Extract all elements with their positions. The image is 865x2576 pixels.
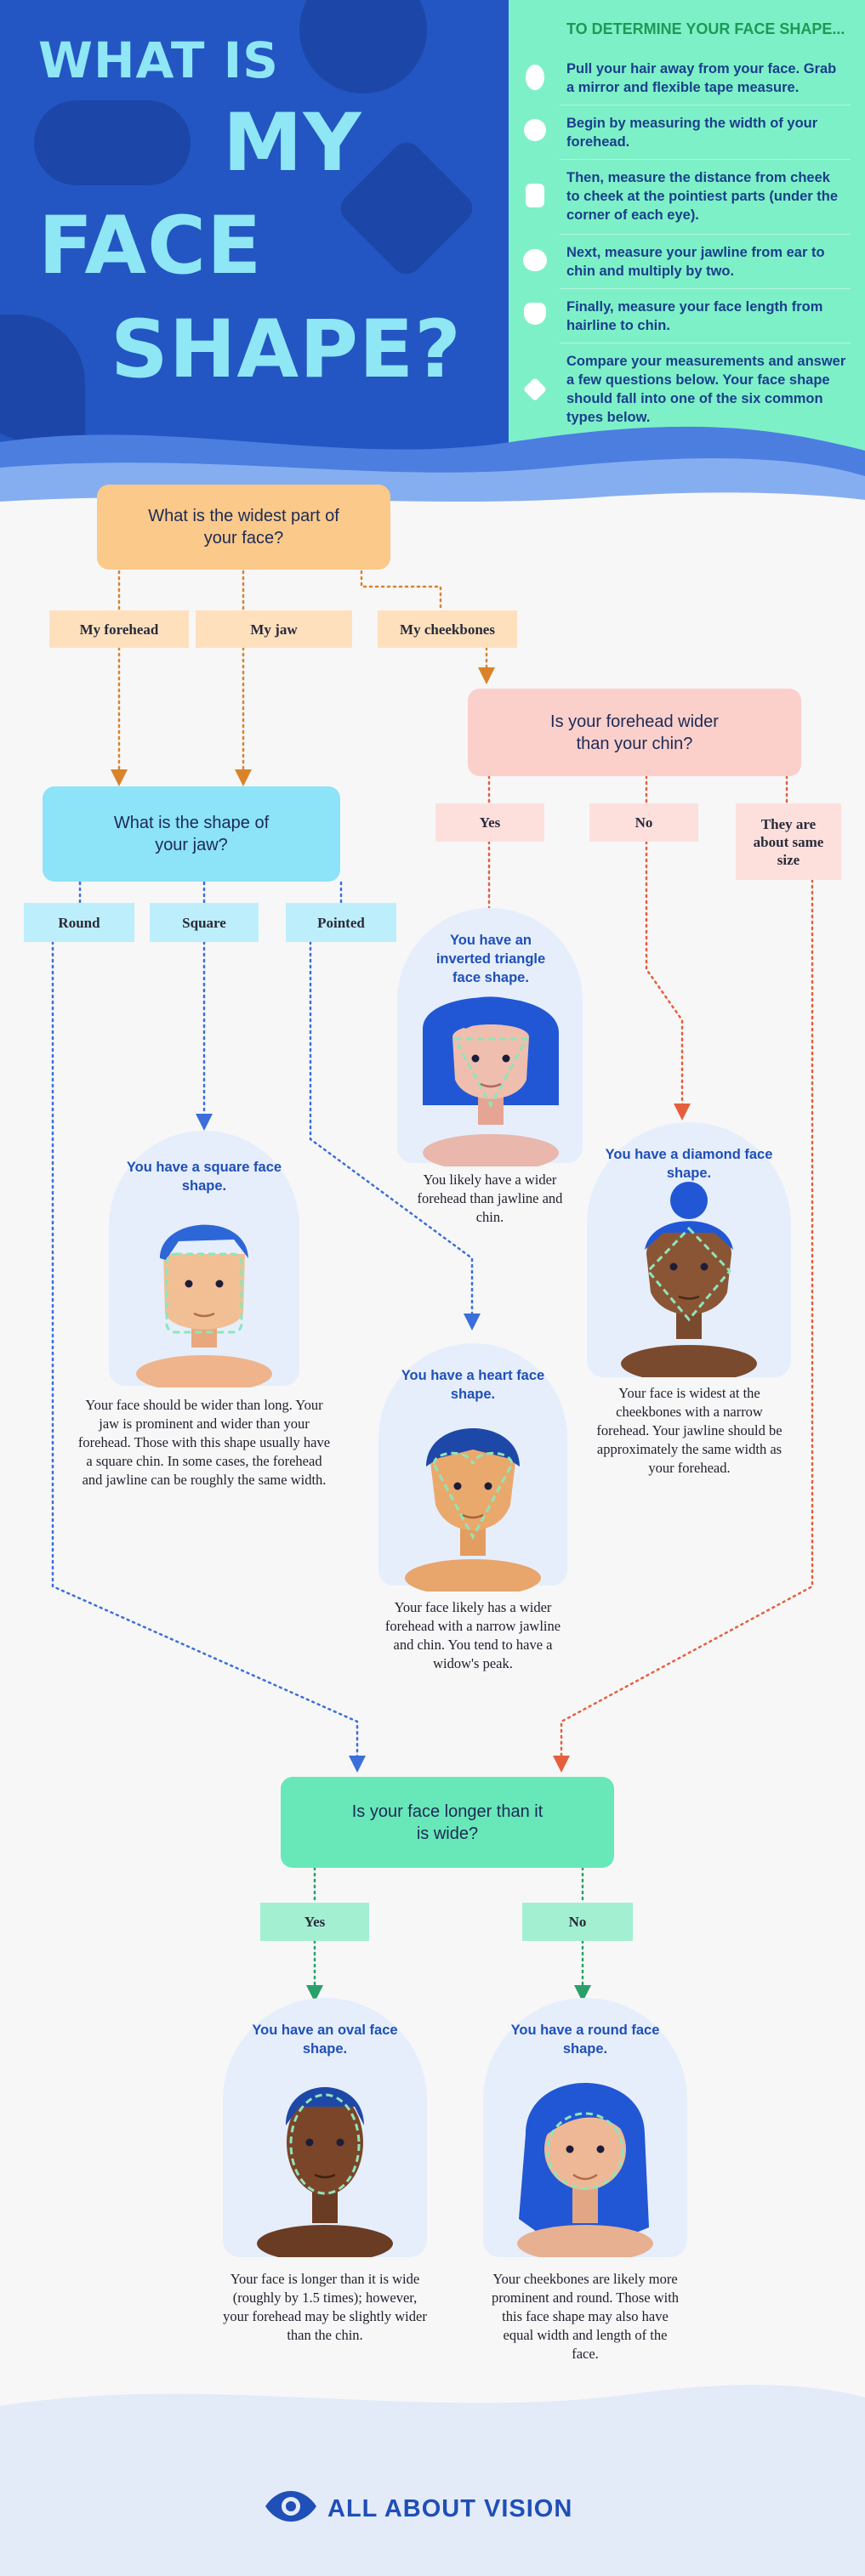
result-desc-diamond: Your face is widest at the cheekbones wi… bbox=[596, 1385, 782, 1476]
question-widest-part: What is the widest part of your face? bbox=[97, 485, 390, 570]
title-line-2: MY bbox=[223, 97, 362, 190]
question-text: What is the shape of your jaw? bbox=[113, 814, 270, 854]
header-title-panel: WHAT IS MY FACE SHAPE? bbox=[0, 0, 509, 451]
question-longer-than-wide: Is your face longer than it is wide? bbox=[281, 1777, 614, 1868]
result-title-round: You have a round face shape. bbox=[510, 2023, 660, 2057]
option-no[interactable]: No bbox=[522, 1903, 633, 1941]
result-title-diamond: You have a diamond face shape. bbox=[605, 1147, 773, 1181]
result-desc-triangle: You likely have a wider forehead than ja… bbox=[417, 1172, 563, 1225]
option-pointed[interactable]: Pointed bbox=[286, 903, 396, 942]
option-round[interactable]: Round bbox=[24, 903, 134, 942]
question-forehead-vs-chin: Is your forehead wider than your chin? bbox=[468, 689, 801, 776]
step-3: Then, measure the distance from cheek to… bbox=[566, 170, 839, 223]
face-illustration-oval bbox=[257, 2087, 393, 2257]
result-desc-square: Your face should be wider than long. You… bbox=[77, 1397, 331, 1488]
result-title-heart: You have a heart face shape. bbox=[401, 1368, 545, 1402]
step-5: Finally, measure your face length from h… bbox=[566, 299, 823, 333]
result-title-oval: You have an oval face shape. bbox=[252, 2023, 398, 2057]
step-6: Compare your measurements and answer a f… bbox=[566, 354, 846, 425]
round-icon bbox=[524, 119, 546, 141]
heart-icon bbox=[523, 249, 547, 271]
footer bbox=[0, 2385, 865, 2576]
steps-title: TO DETERMINE YOUR FACE SHAPE... bbox=[566, 20, 845, 37]
option-yes[interactable]: Yes bbox=[260, 1903, 369, 1941]
option-my-forehead[interactable]: My forehead bbox=[49, 610, 189, 648]
eye-icon bbox=[265, 2491, 316, 2522]
step-2: Begin by measuring the width of your for… bbox=[566, 116, 818, 150]
decor-pill bbox=[34, 100, 191, 185]
result-title-triangle: You have an inverted triangle face shape… bbox=[435, 933, 546, 985]
divider bbox=[560, 288, 851, 289]
option-same-size[interactable]: They are about same size bbox=[736, 803, 841, 880]
question-text: Is your face longer than it is wide? bbox=[351, 1801, 543, 1843]
step-1: Pull your hair away from your face. Grab… bbox=[566, 61, 837, 95]
face-illustration-square bbox=[136, 1224, 272, 1387]
face-illustration-triangle bbox=[423, 996, 559, 1166]
triangle-icon bbox=[524, 303, 546, 325]
square-icon bbox=[526, 184, 544, 207]
face-illustration-diamond bbox=[621, 1182, 757, 1377]
title-line-3: FACE bbox=[38, 200, 263, 292]
result-desc-oval: Your face is longer than it is wide (rou… bbox=[223, 2271, 427, 2343]
brand-name[interactable]: ALL ABOUT VISION bbox=[327, 2495, 573, 2522]
question-jaw-shape: What is the shape of your jaw? bbox=[43, 786, 340, 882]
face-illustration-heart bbox=[405, 1428, 541, 1592]
divider bbox=[560, 234, 851, 235]
footer-wave bbox=[0, 2385, 865, 2431]
question-text: What is the widest part of your face? bbox=[148, 507, 339, 548]
option-my-cheekbones[interactable]: My cheekbones bbox=[378, 610, 517, 648]
title-line-4: SHAPE? bbox=[111, 304, 462, 396]
result-title-square: You have a square face shape. bbox=[126, 1160, 282, 1194]
face-illustration-round bbox=[517, 2083, 653, 2257]
option-my-jaw[interactable]: My jaw bbox=[196, 610, 352, 648]
option-yes[interactable]: Yes bbox=[435, 803, 544, 842]
divider bbox=[560, 159, 851, 160]
option-no[interactable]: No bbox=[589, 803, 698, 842]
result-desc-heart: Your face likely has a wider forehead wi… bbox=[384, 1599, 561, 1671]
steps-panel: TO DETERMINE YOUR FACE SHAPE... Pull you… bbox=[509, 0, 865, 451]
question-text: Is your forehead wider than your chin? bbox=[550, 712, 719, 753]
oval-icon bbox=[526, 65, 544, 90]
option-square[interactable]: Square bbox=[150, 903, 259, 942]
title-line-1: WHAT IS bbox=[38, 31, 280, 89]
step-4: Next, measure your jawline from ear to c… bbox=[566, 245, 825, 279]
result-desc-round: Your cheekbones are likely more prominen… bbox=[491, 2271, 680, 2362]
